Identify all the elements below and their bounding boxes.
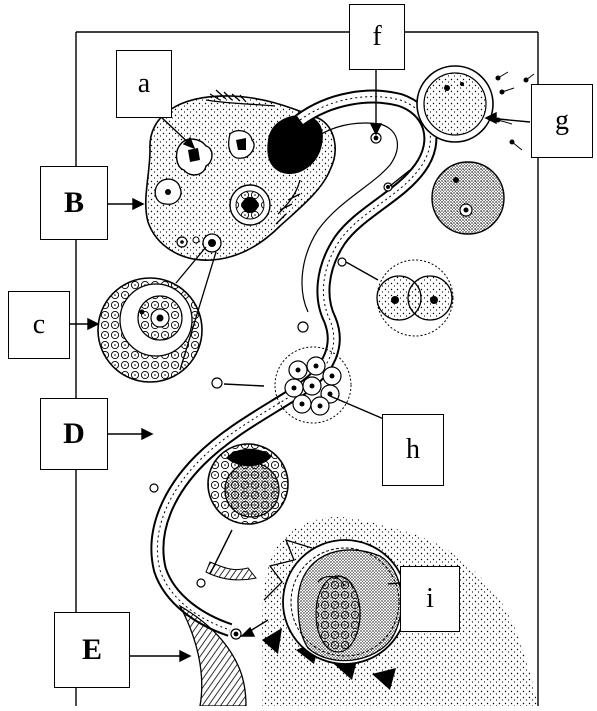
follicle-large: [230, 185, 270, 225]
label-a: a: [116, 50, 172, 118]
blastocyst: [208, 444, 288, 524]
label-E: E: [54, 612, 130, 688]
zygote: [432, 162, 504, 234]
label-g: g: [531, 84, 593, 158]
label-B: B: [40, 166, 108, 240]
label-f-text: f: [372, 23, 381, 51]
label-a-text: a: [138, 70, 150, 98]
label-D-text: D: [63, 419, 85, 449]
label-B-text: B: [64, 188, 84, 218]
morula: [275, 347, 351, 423]
label-g-text: g: [555, 107, 569, 135]
label-c: c: [8, 291, 70, 359]
two-cell-stage: [377, 260, 453, 336]
label-c-text: c: [33, 311, 45, 339]
label-D: D: [40, 398, 108, 470]
label-h: h: [382, 414, 444, 486]
secondary-follicle: [98, 247, 216, 382]
label-h-text: h: [406, 436, 420, 464]
label-E-text: E: [82, 635, 102, 665]
label-i: i: [400, 566, 460, 632]
label-i-text: i: [426, 585, 434, 613]
label-f: f: [349, 4, 405, 70]
implanted-embryo: [283, 540, 407, 664]
